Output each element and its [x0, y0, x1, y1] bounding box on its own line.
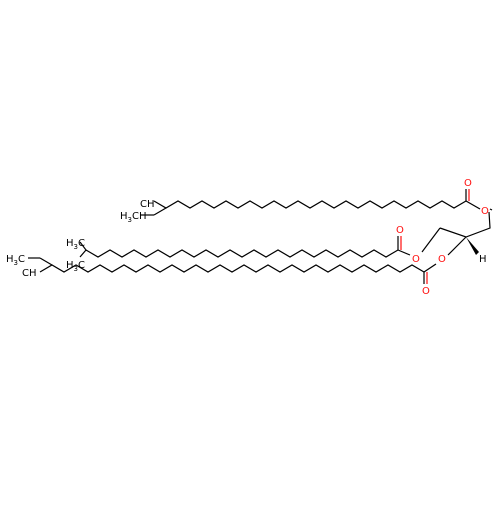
chain-2-branch: [79, 241, 87, 251]
bot-ester-bond-2: [423, 263, 437, 273]
bot-carbonyl-oxygen: O: [422, 286, 430, 297]
mid-carbonyl-oxygen: O: [396, 225, 404, 236]
stereo-h-label: H: [479, 254, 487, 265]
chain-1-branch: [153, 207, 167, 216]
chain-1-backbone: [153, 200, 467, 209]
bot-ester-bond-1: [447, 236, 467, 256]
glycerol-backbone: [439, 211, 491, 238]
chain-1-methyl-label: CH: [140, 199, 155, 210]
chain-1: [140, 200, 467, 216]
mid-ester-bond-2: [397, 249, 411, 256]
chain-3-backbone: [39, 264, 425, 273]
bot-ester-oxygen: O: [438, 254, 446, 265]
chain-2-backbone: [79, 249, 399, 258]
chain-3-end-label: H3C: [6, 254, 25, 267]
top-carbonyl-oxygen: O: [464, 178, 472, 189]
top-ester-oxygen: O: [481, 206, 489, 217]
top-ester-bond-2: [489, 208, 493, 211]
mid-ester-bond-1: [421, 227, 441, 253]
chain-2-methyl-label: H3C: [66, 238, 85, 251]
chain-3-methyl-label: CH: [22, 268, 37, 279]
chain-2-end-label: H3C: [66, 260, 85, 273]
top-ester-bond-1: [465, 200, 481, 210]
chain-1-end-label: H3CH: [120, 211, 147, 224]
stereo-wedge: [466, 237, 479, 255]
chain-3-branch: [39, 257, 53, 266]
mid-ester-oxygen: O: [412, 254, 420, 265]
